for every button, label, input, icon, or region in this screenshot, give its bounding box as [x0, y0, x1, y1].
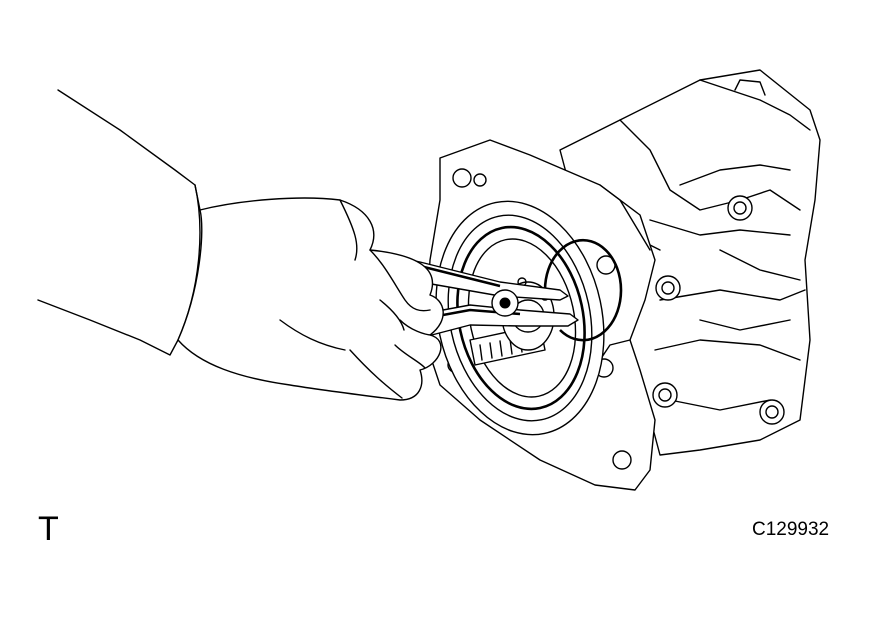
bolt-icon	[655, 275, 681, 301]
bolt-icon	[759, 399, 785, 425]
hand-with-sleeve	[37, 89, 444, 401]
figure-code-label: C129932	[752, 519, 830, 540]
corner-mark-label: T	[38, 510, 59, 548]
bolt-icon	[652, 382, 678, 408]
bolt-icon	[727, 195, 753, 221]
housing-bolts	[652, 195, 785, 425]
